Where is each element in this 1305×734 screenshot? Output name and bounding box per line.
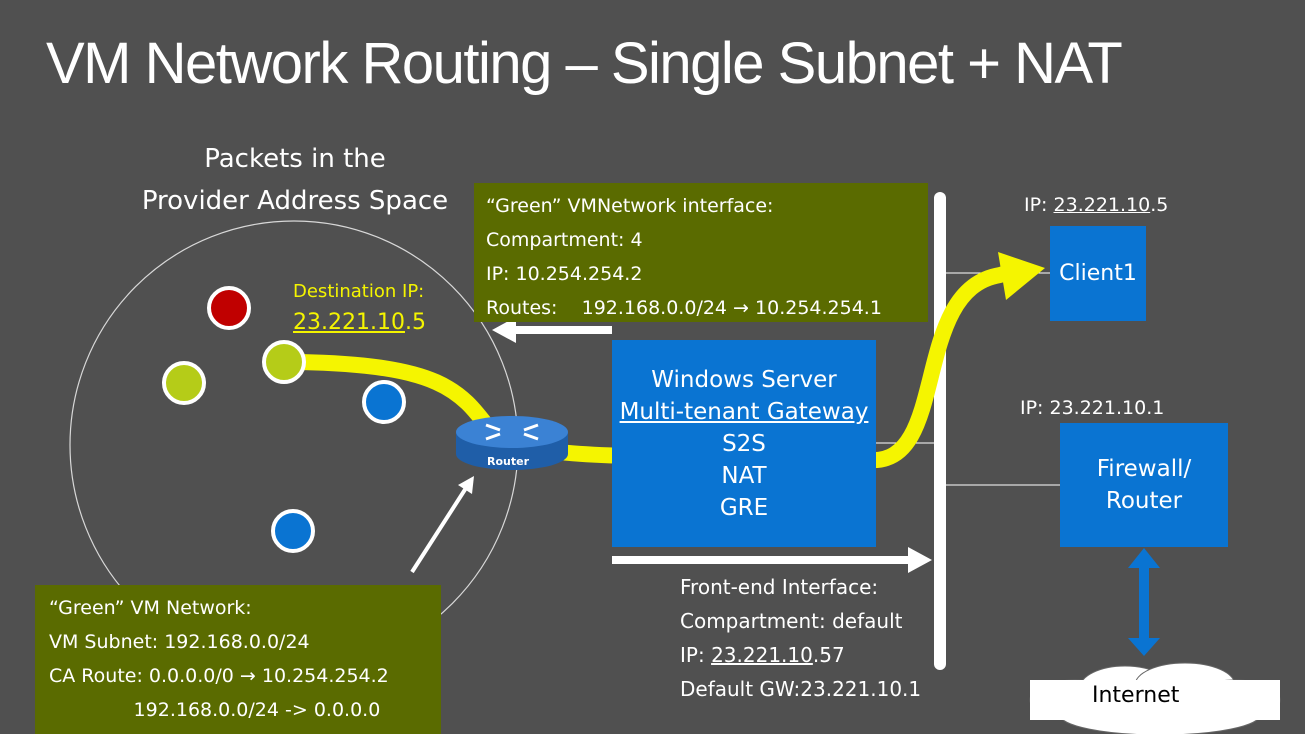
router-label: Router (487, 455, 530, 468)
green-vm-line: 192.168.0.0/24 -> 0.0.0.0 (49, 699, 381, 721)
gateway-line: S2S (722, 431, 766, 457)
frontend-interface-text: Front-end Interface: Compartment: defaul… (680, 570, 921, 706)
client-ip-suffix: .5 (1150, 194, 1169, 216)
destination-ip-label: Destination IP: (293, 281, 425, 302)
vm-green-icon (162, 361, 206, 405)
vm-green-icon (262, 340, 306, 384)
slide-title: VM Network Routing – Single Subnet + NAT (46, 31, 1123, 96)
green-interface-line: Routes: 192.168.0.0/24 → 10.254.254.1 (486, 297, 882, 319)
gateway-line: Multi-tenant Gateway (619, 399, 869, 425)
destination-ip-value: 23.221.10.5 (293, 310, 426, 335)
gateway-line: NAT (721, 463, 767, 489)
green-vm-line: VM Subnet: 192.168.0.0/24 (49, 631, 310, 653)
green-interface-line: IP: 10.254.254.2 (486, 263, 643, 285)
firewall-line: Router (1105, 488, 1183, 514)
gateway-line: Windows Server (651, 367, 837, 393)
gateway-line: GRE (719, 495, 769, 521)
client-ip-prefix: IP: (1024, 194, 1054, 216)
client-ip-underlined: 23.221.10 (1053, 194, 1151, 216)
frontend-ip-underlined: 23.221.10 (711, 643, 813, 667)
frontend-ip-suffix: .57 (812, 643, 845, 667)
green-vm-line: “Green” VM Network: (49, 597, 252, 619)
packet-arrow-head-icon (998, 252, 1045, 300)
green-vm-line: CA Route: 0.0.0.0/0 → 10.254.254.2 (49, 665, 389, 687)
firewall-router-box: Firewall/ Router (1060, 423, 1228, 547)
provider-space-label-line2: Provider Address Space (141, 186, 449, 216)
green-interface-line: Compartment: 4 (486, 229, 643, 251)
arrow-up-head-icon (458, 476, 474, 494)
arrow-down-head-icon (1128, 638, 1160, 656)
firewall-ip-label: IP: 23.221.10.1 (1020, 397, 1165, 419)
frontend-ip-line: IP: 23.221.10.57 (680, 638, 921, 672)
green-vmnetwork-interface-box: “Green” VMNetwork interface: Compartment… (474, 183, 928, 322)
vm-blue-icon (362, 380, 406, 424)
internet-arrow-shaft (1139, 565, 1149, 645)
green-vm-network-box: “Green” VM Network: VM Subnet: 192.168.0… (35, 585, 441, 734)
arrow-right-head-icon (908, 547, 932, 573)
vm-red-icon (207, 286, 251, 330)
provider-space-label: Packets in the Provider Address Space (120, 138, 470, 222)
frontend-line: Compartment: default (680, 609, 903, 633)
multi-tenant-gateway-box: Windows Server Multi-tenant Gateway S2S … (612, 340, 876, 547)
provider-space-label-line1: Packets in the (204, 144, 386, 174)
green-interface-line: “Green” VMNetwork interface: (486, 195, 774, 217)
arrow-left-head-icon (492, 317, 516, 343)
client1-box: Client1 (1050, 226, 1146, 321)
arrow-up-head-icon (1128, 548, 1160, 568)
frontend-line: Default GW:23.221.10.1 (680, 677, 922, 701)
destination-ip-suffix: .5 (404, 310, 426, 335)
destination-ip-underlined: 23.221.10 (293, 310, 405, 335)
frontend-ip-prefix: IP: (680, 643, 712, 667)
vm-blue-icon (271, 509, 315, 553)
firewall-line: Firewall/ (1096, 456, 1192, 482)
arrow-to-router (410, 486, 468, 574)
frontend-line: Front-end Interface: (680, 575, 879, 599)
client-ip-label: IP: 23.221.10.5 (1024, 194, 1168, 216)
internet-label: Internet (1092, 683, 1180, 708)
router-icon (456, 416, 568, 470)
